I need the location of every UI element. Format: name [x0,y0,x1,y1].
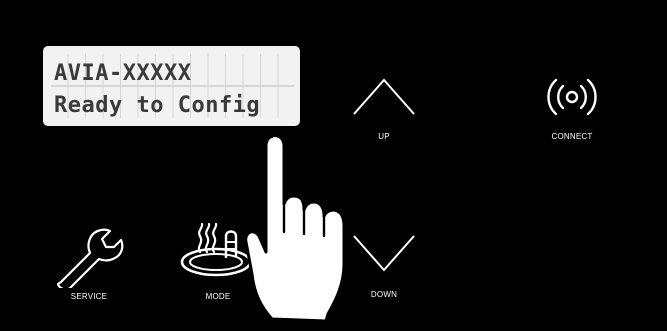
lcd-line-2: Ready to Config [54,93,260,118]
lcd-display: AVIA-XXXXX Ready to Config [43,46,300,126]
service-label: SERVICE [46,292,132,301]
chevron-down-icon [344,228,424,278]
pointing-hand-icon [232,124,352,324]
down-label: DOWN [344,290,424,299]
service-button[interactable]: SERVICE [46,222,132,308]
lcd-line-1: AVIA-XXXXX [54,61,191,86]
wrench-icon [46,222,132,288]
up-button[interactable]: UP [344,70,424,150]
chevron-up-icon [344,70,424,120]
up-label: UP [344,132,424,141]
connect-button[interactable]: CONNECT [532,70,612,150]
down-button[interactable]: DOWN [344,228,424,308]
connect-label: CONNECT [532,132,612,141]
wireless-signal-icon [532,72,612,122]
